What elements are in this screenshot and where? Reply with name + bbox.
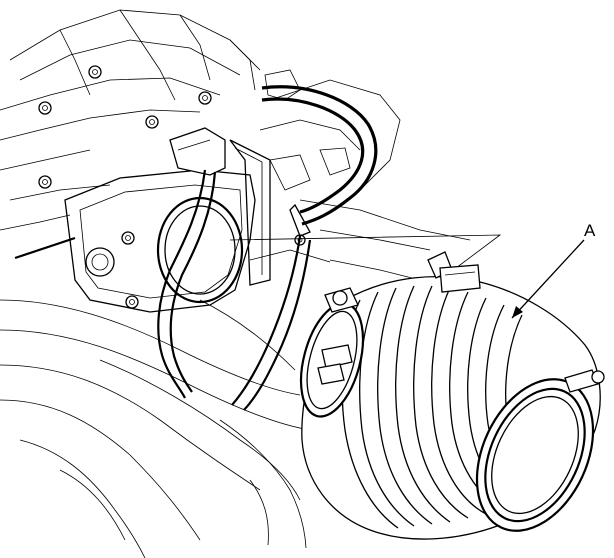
sensor-connector bbox=[157, 127, 226, 399]
callout-arrowhead bbox=[512, 306, 523, 318]
callout-leader-line bbox=[511, 239, 585, 319]
bolt-group bbox=[38, 65, 306, 309]
throttle-body bbox=[64, 139, 271, 313]
intake-bellows bbox=[299, 251, 605, 540]
callout-label: A bbox=[584, 221, 596, 240]
breather-hose bbox=[231, 85, 378, 411]
engine-block bbox=[0, 9, 502, 558]
edge-line bbox=[14, 236, 76, 260]
callout-a: A bbox=[511, 221, 596, 319]
